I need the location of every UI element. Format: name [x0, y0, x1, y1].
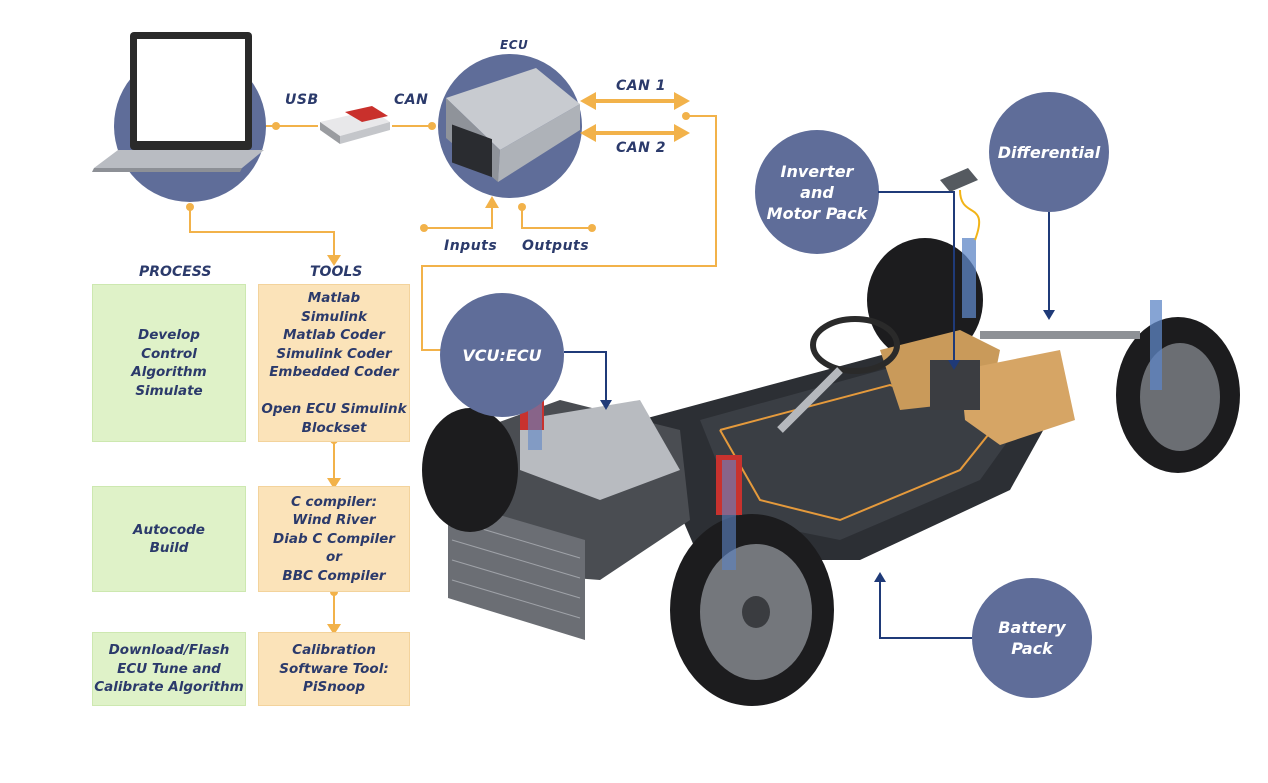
can1-label: CAN 1	[616, 78, 666, 94]
differential-circle	[989, 92, 1109, 212]
vcu-circle	[440, 293, 564, 417]
callout-pointers	[564, 191, 1050, 639]
inverter-circle	[755, 130, 879, 254]
tools-header: TOOLS	[310, 264, 363, 280]
process-box-download: Download/Flash ECU Tune and Calibrate Al…	[92, 632, 246, 706]
inputs-label: Inputs	[444, 238, 498, 254]
battery-circle	[972, 578, 1092, 698]
can-label: CAN	[394, 92, 429, 108]
battery-label: Battery Pack	[998, 618, 1066, 658]
can2-label: CAN 2	[616, 140, 666, 156]
callout-arrowheads	[600, 310, 1055, 582]
differential-label: Differential	[997, 142, 1101, 162]
inverter-label: Inverter and Motor Pack	[766, 161, 868, 223]
connector-lines	[189, 99, 717, 624]
process-box-autocode: Autocode Build	[92, 486, 246, 592]
process-box-develop: Develop Control Algorithm Simulate	[92, 284, 246, 442]
ecu-module-icon	[446, 68, 580, 182]
usb-label: USB	[285, 92, 319, 108]
vcu-label: VCU:ECU	[462, 345, 542, 365]
outputs-label: Outputs	[522, 238, 590, 254]
can-adapter-icon	[320, 106, 390, 144]
process-header: PROCESS	[139, 264, 212, 280]
ecu-label: ECU	[500, 38, 529, 52]
ev-chassis-illustration	[422, 168, 1240, 706]
tool-box-matlab: Matlab Simulink Matlab Coder Simulink Co…	[258, 284, 410, 442]
tool-box-compiler: C compiler: Wind River Diab C Compiler o…	[258, 486, 410, 592]
laptop-icon	[92, 32, 264, 172]
tool-box-calibration: Calibration Software Tool: PiSnoop	[258, 632, 410, 706]
